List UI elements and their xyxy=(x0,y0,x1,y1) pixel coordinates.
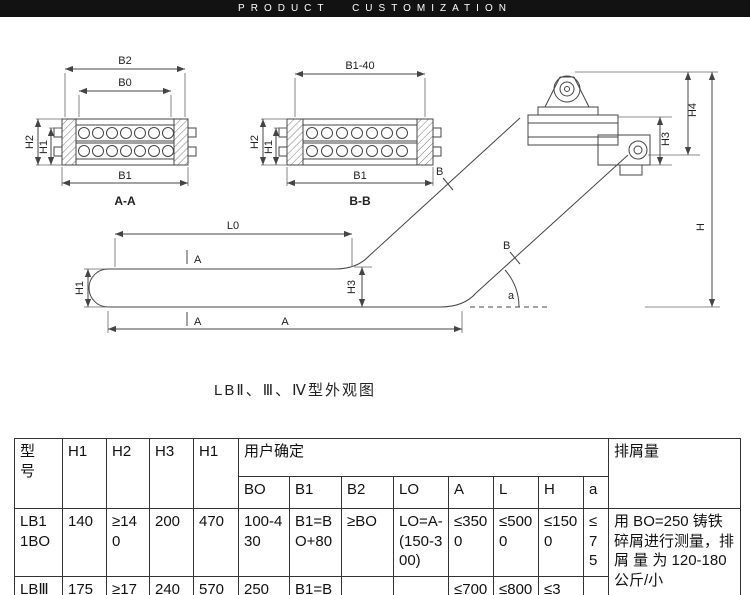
section-aa-view xyxy=(53,118,197,166)
header-chip-capacity: 排屑量 xyxy=(608,438,742,509)
table-row: LB1 1BO 140 ≥140 200 470 100-430 B1=BO+8… xyxy=(14,508,742,595)
drawing-geometry xyxy=(34,65,720,333)
dim-label-h2: H2 xyxy=(24,135,36,149)
dim-label-b1-40: B1-40 xyxy=(345,60,374,72)
cell-angle xyxy=(582,576,610,595)
header-h3: H3 xyxy=(149,438,194,509)
section-label-bb: B-B xyxy=(349,194,371,208)
header-h1: H1 xyxy=(62,438,107,509)
dim-label-h3: H3 xyxy=(346,280,358,294)
drawing-labels: B2 B0 H2 H1 B1 A-A B1-40 H2 H1 B1 B-B L0… xyxy=(24,55,707,399)
drawing-area: B2 B0 H2 H1 B1 A-A B1-40 H2 H1 B1 B-B L0… xyxy=(0,17,750,437)
dim-label-l0: L0 xyxy=(227,220,239,232)
cell-h1: 140 xyxy=(62,508,107,577)
cell-h1: 175 xyxy=(62,576,107,595)
cell-bo: 100-430 xyxy=(238,508,290,577)
cell-lo xyxy=(393,576,449,595)
section-label-aa: A-A xyxy=(114,194,136,208)
cell-h2: ≥140 xyxy=(106,508,150,577)
cell-model: LB1 1BO xyxy=(14,508,63,577)
header-bo: BO xyxy=(238,476,290,509)
drawing-caption: LBⅡ、Ⅲ、Ⅳ型外观图 xyxy=(214,382,376,399)
table-row: LBⅢ 175 ≥17 240 570 250 B1=B ≤700 ≤800 ≤… xyxy=(14,576,741,595)
cell-l: ≤5000 xyxy=(493,508,539,577)
drive-unit xyxy=(527,75,651,176)
cell-h2: ≥17 xyxy=(106,576,150,595)
header-h: H xyxy=(538,476,584,509)
cell-h1b: 470 xyxy=(193,508,239,577)
dimension-lines xyxy=(34,65,716,333)
cell-lo: LO=A-(150-300) xyxy=(393,508,449,577)
cell-h: ≤1500 xyxy=(538,508,584,577)
header-h1b: H1 xyxy=(193,438,239,509)
dim-label-b1: B1 xyxy=(118,170,131,182)
dim-label-h1: H1 xyxy=(38,140,50,154)
dim-label-h: H xyxy=(695,223,707,231)
cut-mark-b: B xyxy=(503,240,510,252)
dim-label-b1: B1 xyxy=(353,170,366,182)
dim-label-a: A xyxy=(281,316,289,328)
cell-bo: 250 xyxy=(238,576,290,595)
cell-angle: ≤75 xyxy=(582,508,610,577)
header-lo: LO xyxy=(393,476,449,509)
header-l: L xyxy=(493,476,539,509)
dim-label-b2: B2 xyxy=(118,55,131,67)
banner-title: PRODUCT CUSTOMIZATION xyxy=(238,3,512,14)
header-angle: a xyxy=(582,476,610,509)
section-bb-view xyxy=(278,118,442,166)
cell-chip-capacity: 用 BO=250 铸铁碎屑进行测量，排 屑 量 为 120-180公斤/小 xyxy=(608,508,742,595)
cell-h3: 240 xyxy=(149,576,194,595)
cell-h1b: 570 xyxy=(193,576,239,595)
conveyor-profile xyxy=(88,117,629,326)
spec-table: 型 号 H1 H2 H3 H1 用户确定 排屑量 BO B1 B2 LO A L… xyxy=(14,438,742,595)
cell-a: ≤700 xyxy=(448,576,494,595)
cell-b2: ≥BO xyxy=(341,508,394,577)
cut-mark-a: A xyxy=(194,316,202,328)
header-a: A xyxy=(448,476,494,509)
cell-a: ≤3500 xyxy=(448,508,494,577)
cut-mark-a: A xyxy=(194,254,202,266)
cell-h3: 200 xyxy=(149,508,194,577)
dim-label-h2: H2 xyxy=(249,135,261,149)
cell-b2 xyxy=(341,576,394,595)
dim-label-h1: H1 xyxy=(263,140,275,154)
top-banner: PRODUCT CUSTOMIZATION xyxy=(0,0,750,17)
cell-l: ≤800 xyxy=(493,576,539,595)
angle-label-a: a xyxy=(508,290,515,302)
cell-b1: B1=BO+80 xyxy=(289,508,342,577)
header-b1: B1 xyxy=(289,476,342,509)
dim-label-h1: H1 xyxy=(74,281,86,295)
header-h2: H2 xyxy=(106,438,150,509)
header-b2: B2 xyxy=(341,476,394,509)
cut-mark-b: B xyxy=(436,166,443,178)
header-model: 型 号 xyxy=(14,438,63,509)
dim-label-b0: B0 xyxy=(118,77,131,89)
dim-label-h4: H4 xyxy=(687,103,699,117)
cell-model: LBⅢ xyxy=(14,576,63,595)
cell-h: ≤3 xyxy=(538,576,584,595)
technical-drawing: B2 B0 H2 H1 B1 A-A B1-40 H2 H1 B1 B-B L0… xyxy=(24,55,720,399)
cell-b1: B1=B xyxy=(289,576,342,595)
header-user-defined: 用户确定 xyxy=(237,438,610,477)
dim-label-h3: H3 xyxy=(660,132,672,146)
extension-lines xyxy=(36,71,720,333)
